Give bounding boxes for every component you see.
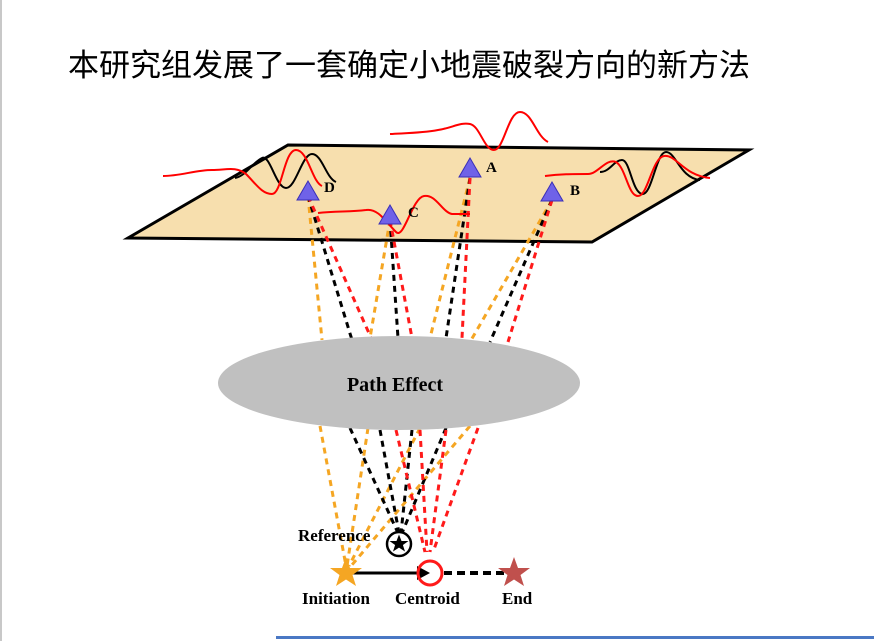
ray-low-ref-4	[400, 427, 448, 534]
initiation-label: Initiation	[302, 589, 371, 608]
lower-ray-paths	[318, 425, 480, 567]
ray-low-cen-4	[431, 427, 480, 553]
station-b-triangle	[540, 181, 564, 202]
waveform-a	[389, 110, 549, 152]
reference-label: Reference	[298, 526, 371, 545]
waveform-b-shifted	[544, 154, 711, 198]
centroid-circle	[416, 559, 444, 587]
station-a-triangle	[458, 157, 482, 178]
ray-low-cen-3	[428, 429, 448, 553]
ray-low-init-2	[345, 427, 370, 567]
ray-low-cen-2	[418, 429, 429, 553]
ray-c-reference	[388, 219, 400, 339]
ground-surface-plane	[122, 143, 755, 244]
end-label: End	[502, 589, 533, 608]
ray-d-reference	[306, 195, 354, 341]
centroid-label: Centroid	[395, 589, 460, 608]
station-c-triangle	[378, 204, 402, 225]
ray-c-centroid	[388, 219, 414, 339]
ray-d-initiation	[306, 195, 324, 341]
reference-star-icon	[389, 534, 409, 552]
ray-b-initiation	[468, 199, 554, 343]
waveforms	[162, 110, 711, 234]
left-border	[0, 0, 2, 641]
ray-low-init-1	[318, 425, 348, 567]
ray-a-initiation	[428, 177, 472, 339]
stations	[296, 157, 564, 225]
ray-low-ref-2	[378, 429, 401, 534]
station-a-label: A	[486, 160, 497, 176]
slide-title: 本研究组发展了一套确定小地震破裂方向的新方法	[68, 48, 750, 84]
waveform-d-shifted	[162, 148, 323, 196]
rupture-direction-arrow	[417, 566, 430, 580]
initiation-star-icon	[330, 557, 362, 586]
ray-a-reference	[444, 177, 472, 339]
upper-ray-paths	[306, 177, 554, 343]
ray-low-ref-1	[348, 427, 400, 534]
ray-low-cen-1	[394, 429, 427, 553]
ray-d-centroid	[306, 195, 374, 341]
ray-low-init-3	[347, 427, 422, 567]
ray-c-initiation	[368, 219, 392, 339]
station-c-label: C	[408, 205, 419, 221]
ray-low-ref-3	[399, 429, 414, 534]
station-d-label: D	[324, 180, 335, 196]
ray-b-reference	[488, 199, 554, 343]
station-b-label: B	[570, 183, 580, 199]
ray-b-centroid	[506, 199, 554, 343]
station-d-triangle	[296, 180, 320, 201]
path-effect-label: Path Effect	[347, 374, 443, 396]
bottom-accent-line	[276, 636, 874, 639]
ray-a-centroid	[460, 177, 472, 339]
waveform-c	[317, 194, 470, 234]
path-effect-ellipse	[218, 336, 580, 430]
waveform-d-reference	[234, 152, 337, 190]
end-star-icon	[498, 557, 530, 586]
